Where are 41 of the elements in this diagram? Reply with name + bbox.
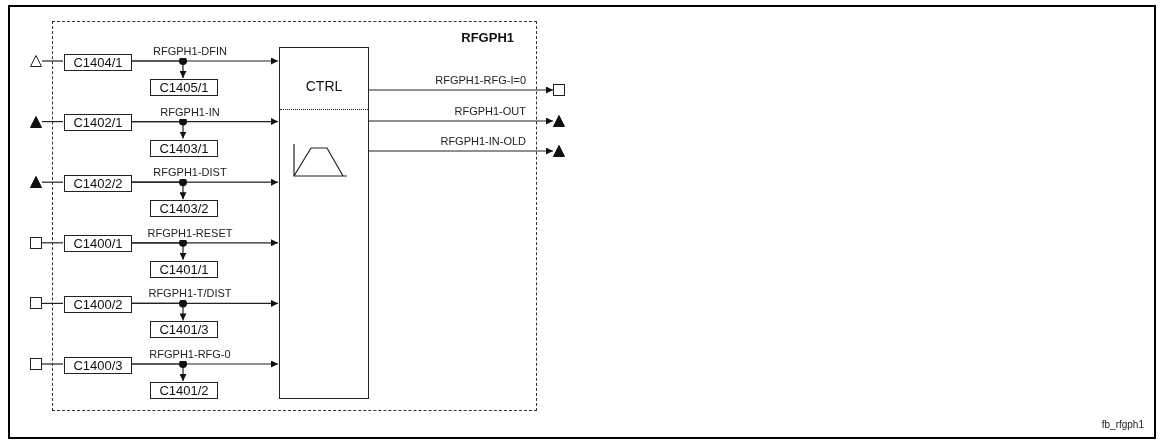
figure-id: fb_rfgph1 (1101, 419, 1144, 430)
block-title: RFGPH1 (461, 30, 514, 45)
signal-arrow (367, 147, 554, 155)
signal-arrow (130, 363, 187, 382)
signal-label: RFGPH1-RFG-I=0 (434, 74, 527, 87)
code-box: C1400/2 (64, 295, 132, 313)
code-box: C1402/1 (64, 114, 132, 132)
connector-line (41, 181, 64, 183)
signal-arrow (130, 121, 187, 140)
signal-label: RFGPH1-T/DIST (147, 287, 233, 301)
code-box: C1401/3 (150, 321, 218, 339)
signal-label: RFGPH1-IN-OLD (439, 135, 527, 148)
block-label: CTRL (304, 78, 344, 94)
connector-line (41, 60, 64, 62)
signal-label: RFGPH1-DIST (152, 166, 228, 180)
code-box: C1404/1 (64, 53, 132, 71)
signal-label: RFGPH1-DFIN (152, 45, 228, 58)
signal-arrow (130, 302, 187, 321)
connector-line (41, 242, 64, 244)
code-box: C1405/1 (150, 79, 218, 96)
code-box: C1403/2 (150, 200, 218, 218)
code-box: C1400/1 (64, 235, 132, 253)
code-box: C1403/1 (150, 139, 218, 157)
code-box: C1402/2 (64, 174, 132, 192)
connector-line (41, 302, 64, 304)
signal-label: RFGPH1-IN (159, 105, 221, 119)
signal-arrow (367, 86, 554, 94)
signal-label: RFGPH1-RFG-0 (148, 348, 232, 361)
code-box: C1401/2 (150, 382, 218, 399)
signal-arrow (130, 60, 187, 79)
signal-label: RFGPH1-OUT (453, 105, 527, 118)
signal-arrow (130, 242, 187, 261)
control-block (279, 47, 369, 399)
signal-label: RFGPH1-RESET (146, 226, 234, 240)
connector-line (41, 121, 64, 123)
code-box: C1400/3 (64, 356, 132, 374)
signal-arrow (367, 117, 554, 125)
function-block-border (52, 21, 537, 411)
code-box: C1401/1 (150, 260, 218, 278)
connector-line (41, 363, 64, 365)
signal-arrow (130, 181, 187, 200)
